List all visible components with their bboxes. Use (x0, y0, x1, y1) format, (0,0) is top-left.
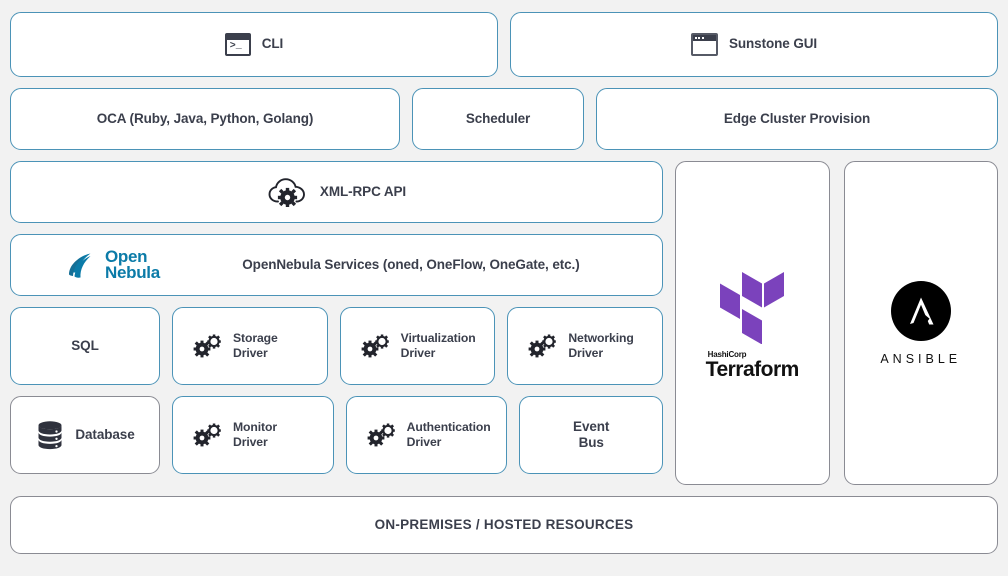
ansible-name-label: ANSIBLE (880, 351, 962, 366)
edge-cluster-provision-label: Edge Cluster Provision (723, 110, 871, 126)
gears-icon (528, 334, 557, 358)
on-premises-resources-label: ON-PREMISES / HOSTED RESOURCES (374, 516, 634, 532)
authentication-driver-label: Authentication Driver (406, 420, 491, 449)
monitor-driver-label: Monitor Driver (233, 420, 277, 449)
opennebula-logo-icon: Open Nebula (66, 247, 160, 282)
cloud-gear-icon (268, 178, 305, 207)
terminal-icon: >_ (224, 33, 251, 56)
event-bus-box[interactable]: Event Bus (519, 396, 664, 474)
ansible-logo-icon: ANSIBLE (880, 280, 962, 366)
oca-label: OCA (Ruby, Java, Python, Golang) (96, 110, 314, 126)
gears-icon (361, 334, 389, 358)
cli-box[interactable]: >_ CLI (10, 12, 498, 77)
opennebula-word-nebula: Nebula (105, 263, 160, 282)
gears-icon (193, 334, 221, 358)
database-icon (38, 421, 62, 450)
networking-driver-box[interactable]: Networking Driver (507, 307, 664, 385)
database-box[interactable]: Database (10, 396, 160, 474)
drivers-row-2: Database (10, 396, 664, 474)
storage-driver-label: Storage Driver (233, 331, 278, 360)
opennebula-services-label: OpenNebula Services (oned, OneFlow, OneG… (242, 256, 580, 272)
xml-rpc-api-box[interactable]: XML-RPC API (10, 161, 663, 223)
ansible-mark-icon (890, 280, 951, 341)
opennebula-wordmark: Open Nebula (105, 247, 160, 282)
monitor-driver-box[interactable]: Monitor Driver (172, 396, 334, 474)
opennebula-services-box[interactable]: Open Nebula OpenNebula Services (oned, O… (10, 234, 663, 296)
sql-label: SQL (71, 337, 99, 353)
networking-driver-label: Networking Driver (568, 331, 634, 360)
on-premises-resources-bar: ON-PREMISES / HOSTED RESOURCES (10, 496, 998, 554)
tools-row: OCA (Ruby, Java, Python, Golang) Schedul… (10, 88, 998, 150)
edge-cluster-provision-box[interactable]: Edge Cluster Provision (596, 88, 998, 150)
opennebula-mark-icon (69, 253, 91, 278)
terraform-vendor-label: HashiCorp (707, 350, 747, 359)
virtualization-driver-box[interactable]: Virtualization Driver (339, 307, 496, 385)
drivers-row-1: SQL (10, 307, 664, 385)
virtualization-driver-label: Virtualization Driver (400, 331, 476, 360)
interfaces-row: >_ CLI Sunstone GUI (10, 12, 998, 77)
core-and-provisioning-section: XML-RPC API Open Nebula OpenNebula Servi… (10, 161, 998, 485)
xml-rpc-api-label: XML-RPC API (319, 183, 407, 199)
gears-icon (193, 423, 221, 447)
scheduler-label: Scheduler (465, 110, 531, 126)
gears-icon (367, 423, 395, 447)
provisioning-column: HashiCorp Terraform ANSIBLE (675, 161, 998, 485)
core-column: XML-RPC API Open Nebula OpenNebula Servi… (10, 161, 664, 485)
opennebula-word-open: Open (105, 247, 148, 267)
sql-box[interactable]: SQL (10, 307, 160, 385)
terraform-name-label: Terraform (705, 358, 800, 381)
cli-label: CLI (261, 36, 284, 52)
storage-driver-box[interactable]: Storage Driver (172, 307, 328, 385)
sunstone-gui-label: Sunstone GUI (728, 36, 818, 52)
event-bus-label: Event Bus (573, 418, 610, 450)
scheduler-box[interactable]: Scheduler (412, 88, 584, 150)
authentication-driver-box[interactable]: Authentication Driver (345, 396, 508, 474)
ansible-panel[interactable]: ANSIBLE (843, 161, 998, 485)
sunstone-gui-box[interactable]: Sunstone GUI (510, 12, 998, 77)
browser-window-icon (690, 33, 718, 56)
terraform-logo-icon: HashiCorp Terraform (706, 266, 799, 380)
terraform-panel[interactable]: HashiCorp Terraform (675, 161, 830, 485)
ansible-a-icon (909, 297, 934, 324)
terraform-mark-icon (720, 272, 785, 344)
oca-box[interactable]: OCA (Ruby, Java, Python, Golang) (10, 88, 400, 150)
database-label: Database (75, 426, 135, 442)
